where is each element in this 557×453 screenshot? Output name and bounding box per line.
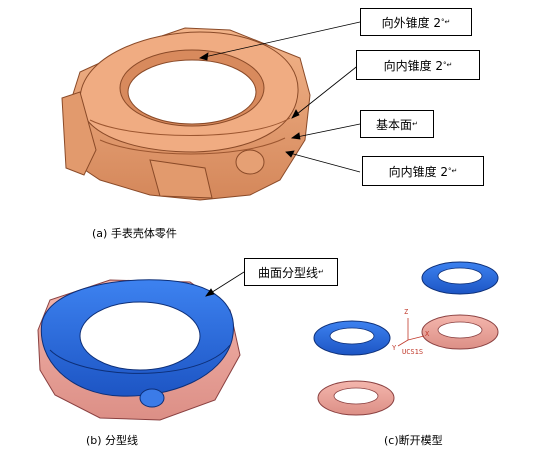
axis-label-z: Z — [404, 308, 409, 316]
watch-case-lug-left — [61, 91, 97, 176]
watch-case-crown — [235, 149, 265, 175]
leader-line-b — [205, 271, 245, 297]
return-mark: ↵ — [318, 268, 324, 276]
callout-inner-draft-top: 向内锥度 2°↵ — [356, 50, 480, 80]
split-model — [313, 261, 499, 416]
parting-crown — [139, 388, 165, 408]
axis-label-x: X — [425, 330, 430, 338]
coordinate-triad — [397, 318, 425, 347]
watch-case-opening — [127, 59, 257, 125]
caption-a: (a) 手表壳体零件 — [92, 227, 177, 240]
callout-parting-curve-text: 曲面分型线 — [258, 265, 319, 280]
degree-mark: ° — [441, 18, 445, 26]
parting-line-part — [37, 279, 241, 421]
return-mark: ↵ — [451, 167, 458, 175]
caption-b: (b) 分型线 — [86, 434, 139, 447]
degree-mark: ° — [448, 167, 452, 175]
callout-inner-draft-top-text: 向内锥度 2 — [383, 58, 444, 73]
callout-inner-draft-bottom: 向内锥度 2°↵ — [362, 156, 484, 186]
return-mark: ↵ — [412, 120, 418, 128]
return-mark: ↵ — [446, 61, 453, 69]
parting-opening — [79, 301, 201, 371]
callout-outer-draft-text: 向外锥度 2 — [381, 15, 442, 30]
caption-c: (c)断开模型 — [384, 434, 443, 447]
callout-outer-draft: 向外锥度 2°↵ — [360, 8, 472, 36]
callout-inner-draft-bottom-text: 向内锥度 2 — [388, 164, 449, 179]
watch-case-lug-bottom — [149, 159, 213, 199]
leader-lines-a — [199, 21, 361, 173]
callout-base-plane-text: 基本面 — [376, 117, 413, 132]
watch-case-part — [61, 27, 311, 201]
axis-label-y: Y — [392, 344, 397, 352]
degree-mark: ° — [443, 61, 447, 69]
callout-parting-curve: 曲面分型线↵ — [244, 258, 338, 286]
return-mark: ↵ — [444, 18, 451, 26]
callout-base-plane: 基本面↵ — [360, 110, 434, 138]
axis-label-ucs: UCS1S — [402, 348, 424, 356]
